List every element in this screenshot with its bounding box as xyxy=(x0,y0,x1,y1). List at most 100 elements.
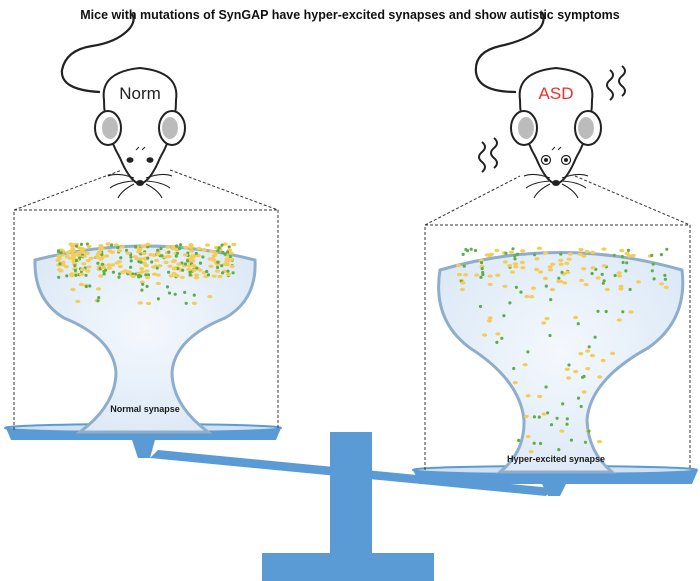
vesicle-yellow xyxy=(541,412,547,416)
vesicle-yellow xyxy=(139,270,145,274)
vesicle-yellow xyxy=(85,258,91,263)
vesicle-yellow xyxy=(56,256,63,260)
vesicle-yellow xyxy=(222,262,228,266)
vesicle-yellow xyxy=(513,265,519,269)
vesicle-yellow xyxy=(155,252,161,256)
vesicle-yellow xyxy=(210,256,216,261)
vesicle-yellow xyxy=(630,253,636,258)
vesicle-yellow xyxy=(188,243,194,247)
vesicle-green xyxy=(57,275,61,279)
vesicle-green xyxy=(57,250,61,254)
vesicle-green xyxy=(181,268,185,272)
vesicle-green xyxy=(231,271,235,275)
vesicle-yellow xyxy=(67,249,74,254)
vesicle-green xyxy=(216,260,220,264)
vesicle-yellow xyxy=(217,274,223,279)
vesicle-green xyxy=(144,273,148,277)
vesicle-yellow xyxy=(106,263,112,267)
vesicle-green xyxy=(117,275,121,279)
vesicle-green xyxy=(146,273,150,277)
vesicle-green xyxy=(626,248,631,252)
vesicle-green xyxy=(75,244,79,248)
vesicle-green xyxy=(178,246,182,251)
vesicle-yellow xyxy=(81,262,87,266)
vesicle-green xyxy=(175,244,179,248)
vesicle-yellow xyxy=(138,257,144,261)
vesicle-green xyxy=(621,260,625,265)
vesicle-green xyxy=(544,385,548,389)
vesicle-green xyxy=(602,279,606,283)
vesicle-yellow xyxy=(618,287,624,291)
vesicle-green xyxy=(620,255,625,259)
vesicle-yellow xyxy=(550,262,556,266)
vesicle-yellow xyxy=(522,363,528,367)
vesicle-yellow xyxy=(137,247,143,251)
vesicle-green xyxy=(500,336,504,340)
vesicle-yellow xyxy=(60,263,66,267)
vesicle-yellow xyxy=(564,261,570,266)
vesicle-yellow xyxy=(525,394,531,398)
left-zoom-box xyxy=(13,169,279,430)
vesicle-green xyxy=(167,250,171,254)
mouse-asd-label: ASD xyxy=(539,84,574,103)
vesicle-green xyxy=(186,259,190,263)
vesicle-yellow xyxy=(628,310,634,314)
vesicle-yellow xyxy=(170,259,177,264)
hyper-synapse-vesicles xyxy=(455,246,669,454)
vesicle-green xyxy=(100,262,104,266)
vesicle-green xyxy=(175,251,180,255)
vesicle-yellow xyxy=(189,256,195,260)
vesicle-yellow xyxy=(459,287,465,292)
vesicle-green xyxy=(659,253,664,257)
vesicle-yellow xyxy=(616,318,622,322)
vesicle-yellow xyxy=(117,264,123,269)
vesicle-yellow xyxy=(228,258,234,262)
vesicle-green xyxy=(583,440,588,444)
vesicle-yellow xyxy=(86,244,92,249)
vesicle-yellow xyxy=(616,274,623,278)
vesicle-yellow xyxy=(487,274,493,278)
vesicle-green xyxy=(217,246,221,250)
vesicle-green xyxy=(124,248,129,252)
vesicle-yellow xyxy=(541,321,547,325)
vesicle-yellow xyxy=(70,287,76,292)
vesicle-yellow xyxy=(194,273,200,277)
vesicle-yellow xyxy=(171,267,177,271)
vesicle-green xyxy=(663,273,667,277)
vesicle-green xyxy=(512,366,516,371)
vesicle-green xyxy=(650,269,654,273)
vesicle-yellow xyxy=(512,381,518,385)
vesicle-yellow xyxy=(188,245,194,249)
figure-title: Mice with mutations of SynGAP have hyper… xyxy=(80,8,620,22)
vesicle-yellow xyxy=(530,286,537,290)
vesicle-green xyxy=(156,297,160,301)
vesicle-yellow xyxy=(455,263,462,268)
vesicle-yellow xyxy=(578,247,584,252)
vesicle-yellow xyxy=(549,287,556,292)
vesicle-yellow xyxy=(105,242,111,246)
vesicle-green xyxy=(612,253,616,257)
vesicle-yellow xyxy=(584,249,590,254)
vesicle-green xyxy=(102,269,106,274)
vesicle-yellow xyxy=(520,266,526,270)
vesicle-yellow xyxy=(604,287,610,292)
normal-synapse: Normal synapse xyxy=(33,242,257,434)
vesicle-yellow xyxy=(542,276,549,281)
vesicle-green xyxy=(221,250,225,254)
vesicle-green xyxy=(557,276,561,280)
vesicle-yellow xyxy=(523,414,529,419)
vesicle-green xyxy=(129,255,133,259)
vesicle-green xyxy=(582,374,586,378)
vesicle-yellow xyxy=(610,351,616,356)
vesicle-yellow xyxy=(201,248,207,252)
vesicle-yellow xyxy=(529,295,535,299)
vesicle-yellow xyxy=(94,255,100,259)
vesicle-green xyxy=(544,284,548,288)
vesicle-yellow xyxy=(139,267,145,271)
vesicle-yellow xyxy=(148,253,154,257)
vesicle-green xyxy=(223,252,227,256)
vesicle-yellow xyxy=(194,276,200,280)
vesicle-green xyxy=(227,245,231,249)
vesicle-green xyxy=(133,245,138,249)
vesicle-green xyxy=(88,284,92,288)
